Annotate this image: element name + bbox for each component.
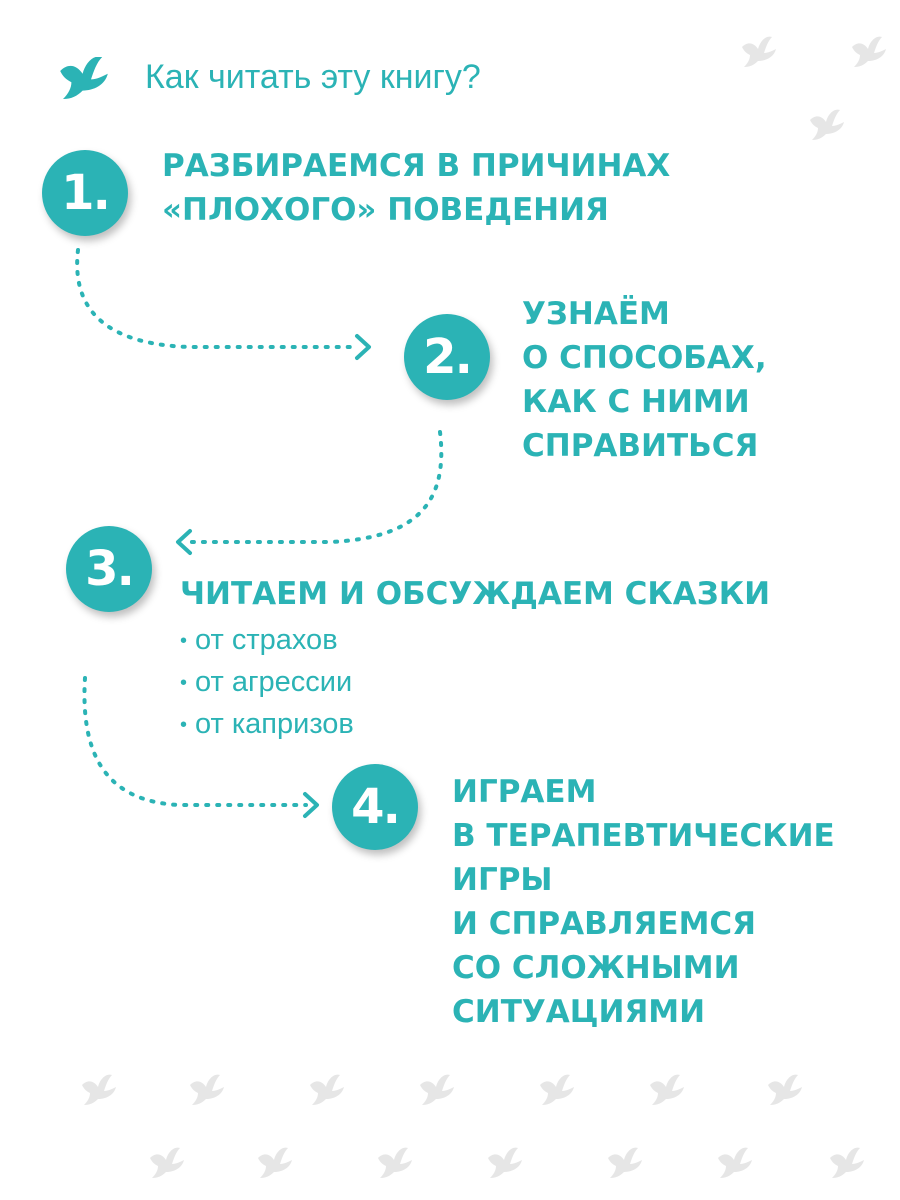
step-number-badge: 4. bbox=[332, 764, 418, 850]
step-heading-line: как с ними bbox=[522, 384, 750, 420]
bird-icon bbox=[540, 1074, 574, 1105]
step-number-badge: 3. bbox=[66, 526, 152, 612]
step-heading-line: со сложными bbox=[452, 950, 740, 986]
arrowhead-right-icon bbox=[355, 334, 371, 360]
step-2-heading: Узнаём о способах, как с ними справиться bbox=[522, 292, 767, 468]
bird-icon bbox=[488, 1147, 522, 1178]
bird-icon bbox=[310, 1074, 344, 1105]
step-heading-line: Узнаём bbox=[522, 296, 670, 332]
step-4-heading: Играем в терапевтические игры и справляе… bbox=[452, 770, 835, 1034]
step-heading-line: игры bbox=[452, 862, 553, 898]
step-heading-line: Читаем и обсуждаем сказки bbox=[180, 576, 771, 612]
step-3-bullets: •от страхов •от агрессии •от капризов bbox=[180, 620, 354, 746]
step-1-heading: Разбираемся в причинах «плохого» поведен… bbox=[162, 144, 670, 232]
arrow-2-to-3 bbox=[186, 430, 444, 544]
step-heading-line: справиться bbox=[522, 428, 759, 464]
bird-icon bbox=[810, 109, 844, 140]
list-item: •от страхов bbox=[180, 624, 338, 656]
step-heading-line: ситуациями bbox=[452, 994, 706, 1030]
bird-icon bbox=[420, 1074, 454, 1105]
step-number-badge: 1. bbox=[42, 150, 128, 236]
step-heading-line: в терапевтические bbox=[452, 818, 835, 854]
bird-icon bbox=[60, 57, 108, 99]
bird-icon bbox=[150, 1147, 184, 1178]
step-heading-line: о способах, bbox=[522, 340, 767, 376]
list-item: •от агрессии bbox=[180, 665, 353, 698]
bird-icon bbox=[378, 1147, 412, 1178]
arrow-1-to-2 bbox=[75, 248, 360, 349]
step-heading-line: Играем bbox=[452, 774, 597, 810]
bird-icon bbox=[650, 1074, 684, 1105]
bird-icon bbox=[852, 36, 886, 67]
bird-icon bbox=[742, 36, 776, 67]
bird-icon bbox=[190, 1074, 224, 1105]
bird-icon bbox=[830, 1147, 864, 1178]
bird-icon bbox=[608, 1147, 642, 1178]
list-item: •от капризов bbox=[180, 707, 354, 740]
bird-icon bbox=[82, 1074, 116, 1105]
step-heading-line: «плохого» поведения bbox=[162, 192, 609, 228]
bird-icon bbox=[718, 1147, 752, 1178]
bird-icon bbox=[258, 1147, 292, 1178]
arrowhead-right-icon bbox=[303, 792, 319, 818]
bird-icon bbox=[768, 1074, 802, 1105]
step-number-badge: 2. bbox=[404, 314, 490, 400]
step-heading-line: и справляемся bbox=[452, 906, 757, 942]
step-3-heading: Читаем и обсуждаем сказки bbox=[180, 572, 770, 616]
arrow-3-to-4 bbox=[82, 676, 308, 807]
step-heading-line: Разбираемся в причинах bbox=[162, 148, 671, 184]
page-title: Как читать эту книгу? bbox=[145, 58, 481, 96]
arrowhead-left-icon bbox=[176, 529, 192, 555]
